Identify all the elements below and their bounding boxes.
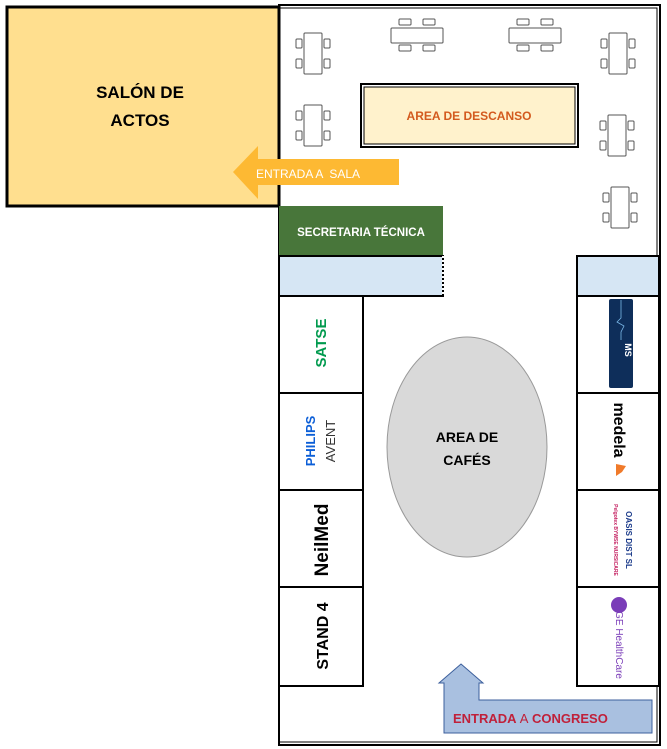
table xyxy=(610,186,630,229)
chair xyxy=(627,140,635,151)
chair xyxy=(516,18,530,26)
secretaria-label: SECRETARIA TÉCNICA xyxy=(297,226,425,239)
chair xyxy=(540,18,554,26)
ms-label: MS xyxy=(623,343,633,357)
stand-medela[interactable]: medela xyxy=(576,392,660,491)
salon-label-1: SALÓN DE xyxy=(96,83,184,102)
chair xyxy=(295,110,303,121)
chair xyxy=(398,18,412,26)
chair xyxy=(627,120,635,131)
chair xyxy=(602,212,610,223)
entrada-congreso-arrow: ENTRADA A CONGRESO xyxy=(437,663,653,734)
entrada-congreso-label: ENTRADA A CONGRESO xyxy=(453,711,608,726)
stand-ge[interactable]: GE HealthCare xyxy=(576,586,660,687)
tables xyxy=(295,18,638,229)
stand-satse[interactable]: SATSE xyxy=(278,295,364,394)
ge-logo-icon xyxy=(611,597,627,613)
chair xyxy=(323,58,331,69)
table xyxy=(390,27,444,44)
stand-ms[interactable]: MS xyxy=(576,295,660,394)
stand-philips[interactable]: PHILIPS AVENT xyxy=(278,392,364,491)
avent-logo: AVENT xyxy=(323,420,338,462)
entrada-sala-label: ENTRADA A SALA xyxy=(256,167,360,181)
chair xyxy=(422,18,436,26)
philips-logo: PHILIPS xyxy=(303,415,318,466)
stand-neilmed[interactable]: NeilMed xyxy=(278,489,364,588)
entrada-sala-arrow: ENTRADA A SALA xyxy=(233,146,399,199)
chair xyxy=(516,44,530,52)
chair xyxy=(398,44,412,52)
chair xyxy=(295,38,303,49)
booth-left xyxy=(278,255,444,297)
cafes-label-2: CAFÉS xyxy=(443,452,490,468)
area-de-cafes: AREA DE CAFÉS xyxy=(386,336,548,558)
chair xyxy=(628,58,636,69)
chair xyxy=(295,58,303,69)
chair xyxy=(295,130,303,141)
secretaria-tecnica[interactable]: SECRETARIA TÉCNICA xyxy=(279,206,443,256)
ge-label: GE HealthCare xyxy=(613,611,624,679)
ms-logo xyxy=(609,299,633,388)
chair xyxy=(600,38,608,49)
neilmed-logo: NeilMed xyxy=(312,504,333,577)
table xyxy=(608,32,628,75)
chair xyxy=(599,140,607,151)
booth-right xyxy=(576,255,660,297)
satse-logo: SATSE xyxy=(313,319,330,368)
chair xyxy=(599,120,607,131)
oasis-logo: OASIS DIST SL xyxy=(624,511,633,569)
stand-4-label: STAND 4 xyxy=(315,602,332,669)
chair xyxy=(540,44,554,52)
salon-label-2: ACTOS xyxy=(110,111,169,130)
chair xyxy=(422,44,436,52)
table xyxy=(508,27,562,44)
oasis-brands: Pelgotex BYWSE NURSICARE xyxy=(612,504,618,576)
chair xyxy=(628,38,636,49)
stand-4[interactable]: STAND 4 xyxy=(278,586,364,687)
cafes-label-1: AREA DE xyxy=(436,429,499,445)
salon-de-actos[interactable]: SALÓN DE ACTOS xyxy=(5,5,281,208)
stand-oasis[interactable]: OASIS DIST SL Pelgotex BYWSE NURSICARE xyxy=(576,489,660,588)
table xyxy=(303,32,323,75)
table xyxy=(303,104,323,147)
chair xyxy=(630,212,638,223)
chair xyxy=(630,192,638,203)
chair xyxy=(600,58,608,69)
medela-logo: medela xyxy=(610,402,627,457)
chair xyxy=(602,192,610,203)
chair xyxy=(323,38,331,49)
chair xyxy=(323,110,331,121)
descanso-label: AREA DE DESCANSO xyxy=(407,109,532,123)
chair xyxy=(323,130,331,141)
area-de-descanso: AREA DE DESCANSO xyxy=(360,83,579,148)
table xyxy=(607,114,627,157)
medela-mark-icon xyxy=(616,464,626,476)
